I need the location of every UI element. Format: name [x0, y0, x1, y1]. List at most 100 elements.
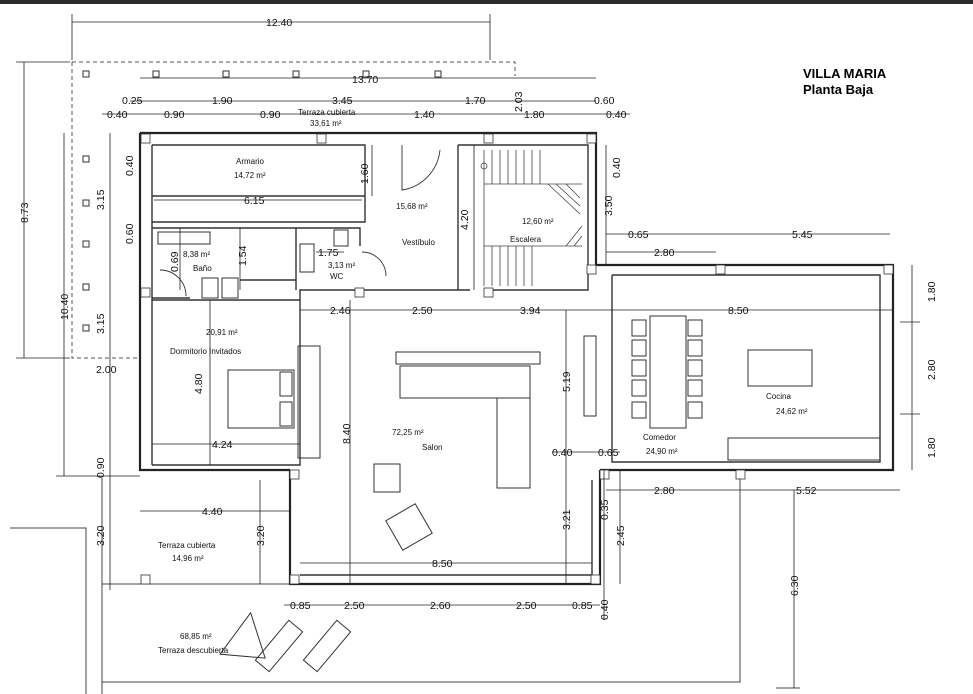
- room-labels: Terraza cubierta 33,61 m² Armario 14,72 …: [158, 108, 808, 655]
- exterior-walls: [138, 131, 895, 586]
- room-area-terraza-cubierta-s: 14,96 m²: [172, 554, 204, 563]
- room-name-terraza-cubierta-s: Terraza cubierta: [158, 541, 216, 550]
- dim-int-6: 1.54: [237, 245, 249, 266]
- dim-int-3: 3.50: [603, 195, 615, 216]
- dim-int-21: 3.20: [255, 525, 267, 546]
- dim-int-9: 2.50: [412, 305, 433, 317]
- dim-right-side-1: 2.80: [926, 359, 938, 380]
- room-name-dormitorio: Dormitorio Invitados: [170, 347, 241, 356]
- dimension-lines: [16, 14, 920, 688]
- dim-bottom-5: 0.40: [599, 599, 611, 620]
- room-name-armario: Armario: [236, 157, 265, 166]
- dim-int-17: 0.40: [552, 447, 573, 459]
- dim-top-overall: 12.40: [266, 17, 292, 29]
- dim-left-overall-1: 10.40: [59, 294, 71, 320]
- dim-bottom-4: 0.85: [572, 600, 593, 612]
- inner-walls: [151, 144, 881, 576]
- dim-int-23: 0.35: [599, 499, 611, 520]
- room-area-bano: 8,38 m²: [183, 250, 210, 259]
- dim-int-13: 4.80: [193, 373, 205, 394]
- dim-int-20: 4.40: [202, 506, 223, 518]
- dim-left-seg-1: 3.15: [95, 189, 107, 210]
- dim-int-11: 8.50: [728, 305, 749, 317]
- room-name-comedor: Comedor: [643, 433, 676, 442]
- room-name-wc: WC: [330, 272, 344, 281]
- furniture: [157, 229, 881, 673]
- dim-right-lower-2: 6.30: [789, 575, 801, 596]
- room-area-comedor: 24,90 m²: [646, 447, 678, 456]
- dim-top-row2-0: 0.40: [107, 109, 128, 121]
- dim-top-row1-5: 0.60: [594, 95, 615, 107]
- dim-top-row2-1: 0.90: [164, 109, 185, 121]
- doors: [159, 145, 441, 297]
- plan-title-block: VILLA MARIA Planta Baja: [803, 66, 886, 98]
- dim-right-side-0: 1.80: [926, 281, 938, 302]
- dim-int-19: 3.21: [561, 509, 573, 530]
- dim-top-row1-1: 1.90: [212, 95, 233, 107]
- dim-left-seg-3: 3.15: [95, 313, 107, 334]
- dim-right-lower-1: 5.52: [796, 485, 817, 497]
- dim-int-0: 1.60: [359, 163, 371, 184]
- dim-top-row1-3: 1.70: [465, 95, 486, 107]
- dim-int-15: 8.40: [341, 423, 353, 444]
- dim-int-7: 1.75: [318, 247, 339, 259]
- dim-left-seg-5: 3.20: [95, 525, 107, 546]
- room-area-terraza-descubierta: 68,85 m²: [180, 632, 212, 641]
- dim-int-2: 4.20: [459, 209, 471, 230]
- stairs: [480, 150, 583, 286]
- terrace-dashed-outline: [71, 61, 516, 359]
- small-markers: [140, 133, 894, 585]
- room-area-wc: 3,13 m²: [328, 261, 355, 270]
- dim-int-24: 2.45: [615, 525, 627, 546]
- dim-left-seg-4: 0.90: [95, 457, 107, 478]
- plan-title: VILLA MARIA: [803, 66, 887, 81]
- dim-right-upper-1: 2.80: [654, 247, 675, 259]
- dim-int-1: 6.15: [244, 195, 265, 207]
- room-area-armario: 14,72 m²: [234, 171, 266, 180]
- dim-left-seg-2: 0.60: [124, 223, 136, 244]
- dim-top-row2-5: 0.40: [606, 109, 627, 121]
- room-name-terraza-cubierta-n: Terraza cubierta: [298, 108, 356, 117]
- dim-bottom-3: 2.50: [516, 600, 537, 612]
- dim-top-row2-4: 1.80: [524, 109, 545, 121]
- dimension-labels: 12.40 13.70 0.25 1.90 3.45 1.70 2.03 0.6…: [19, 17, 938, 620]
- dim-int-8: 2.46: [330, 305, 351, 317]
- dim-bottom-0: 0.85: [290, 600, 311, 612]
- dim-int-10: 3.94: [520, 305, 541, 317]
- dim-int-14: 4.24: [212, 439, 233, 451]
- room-area-vestibulo: 15,68 m²: [396, 202, 428, 211]
- dim-bottom-2: 2.60: [430, 600, 451, 612]
- dim-left-seg-0: 0.40: [124, 155, 136, 176]
- dim-int-5: 0.69: [169, 251, 181, 272]
- dim-top-row1-2: 3.45: [332, 95, 353, 107]
- dim-bottom-1: 2.50: [344, 600, 365, 612]
- room-name-escalera: Escalera: [510, 235, 542, 244]
- dim-int-4: 0.40: [611, 157, 623, 178]
- site-boundaries: [10, 470, 800, 694]
- dim-int-18: 0.65: [598, 447, 619, 459]
- terrace-columns: [82, 70, 442, 332]
- room-name-salon: Salon: [422, 443, 442, 452]
- room-area-escalera: 12,60 m²: [522, 217, 554, 226]
- dim-top-house: 13.70: [352, 74, 378, 86]
- dim-top-row1-4: 2.03: [513, 91, 525, 112]
- plan-subtitle: Planta Baja: [803, 82, 874, 97]
- window-top-bar: [0, 0, 973, 4]
- dim-right-lower-0: 2.80: [654, 485, 675, 497]
- room-name-vestibulo: Vestíbulo: [402, 238, 435, 247]
- room-area-terraza-cubierta-n: 33,61 m²: [310, 119, 342, 128]
- dim-int-16: 5.19: [561, 371, 573, 392]
- dim-top-row2-3: 1.40: [414, 109, 435, 121]
- dim-left-overall-0: 8.73: [19, 202, 31, 223]
- dim-top-row2-2: 0.90: [260, 109, 281, 121]
- room-area-cocina: 24,62 m²: [776, 407, 808, 416]
- dim-top-row1-0: 0.25: [122, 95, 143, 107]
- dim-right-upper-2: 5.45: [792, 229, 813, 241]
- room-area-salon: 72,25 m²: [392, 428, 424, 437]
- room-name-bano: Baño: [193, 264, 212, 273]
- room-name-terraza-descubierta: Terraza descubierta: [158, 646, 229, 655]
- dim-int-12: 2.00: [96, 364, 117, 376]
- dim-right-side-2: 1.80: [926, 437, 938, 458]
